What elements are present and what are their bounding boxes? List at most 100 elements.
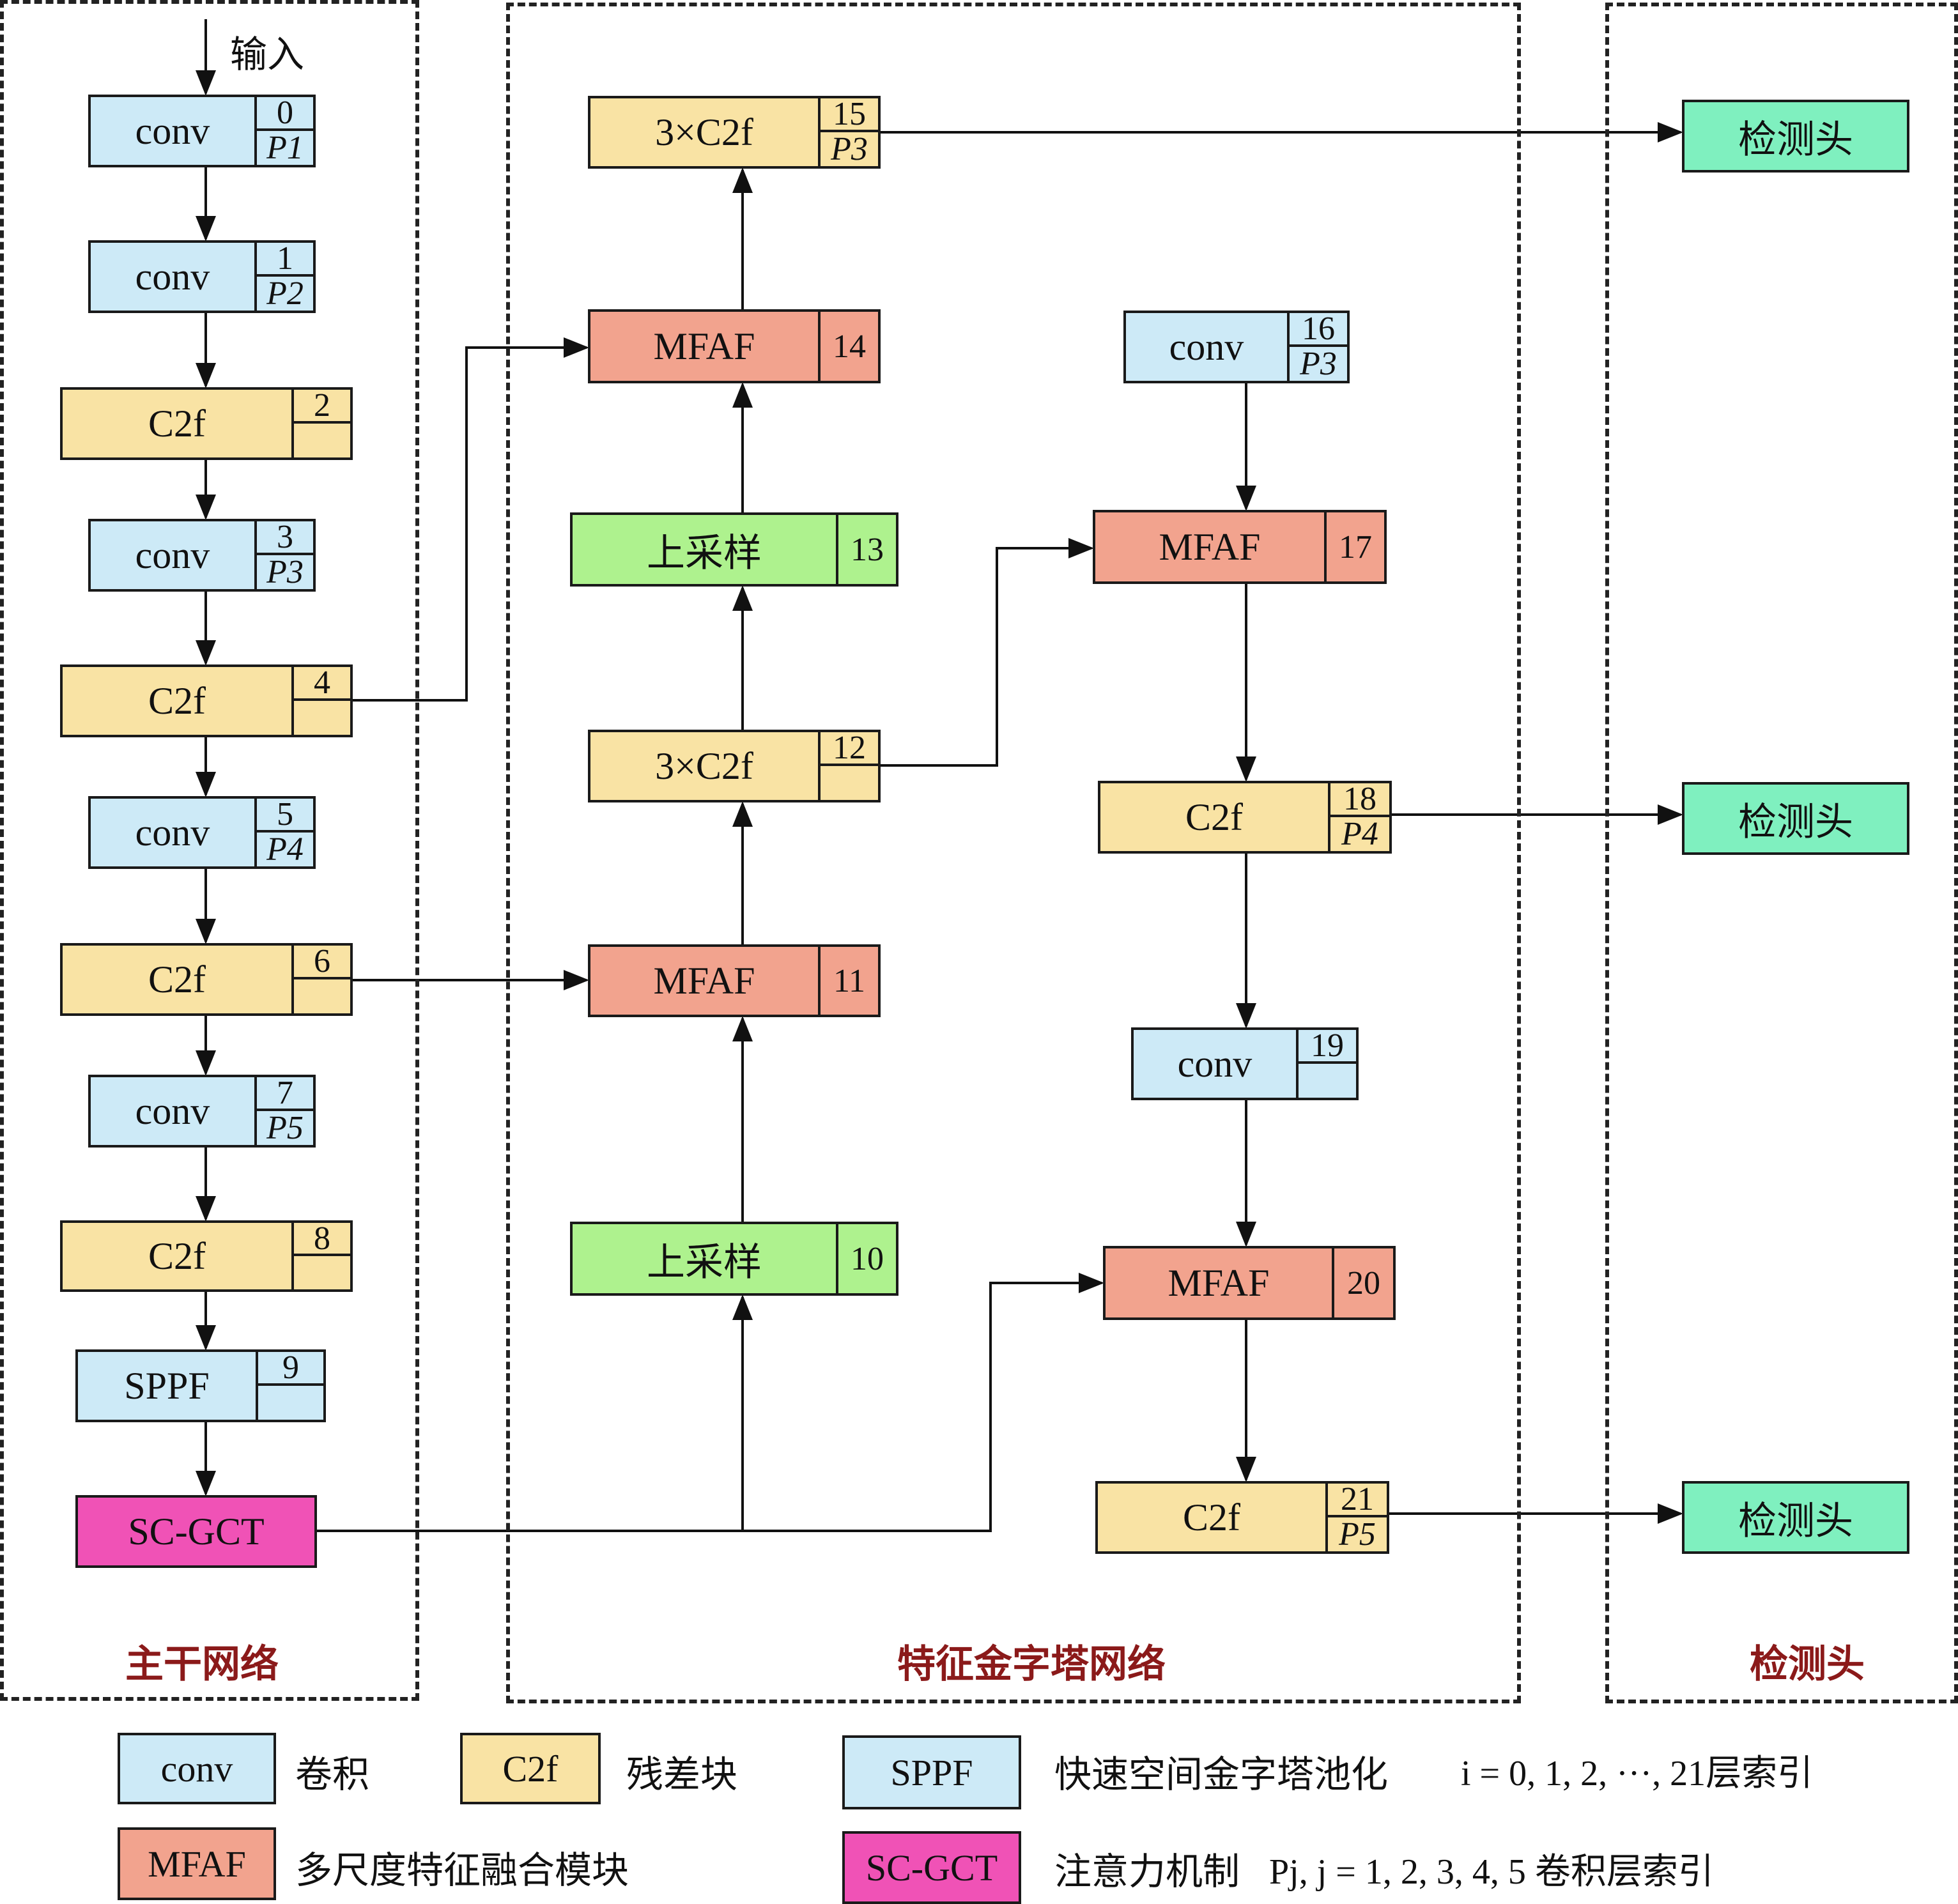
legend-sppf-text: 快速空间金字塔池化 <box>1054 1753 1389 1796</box>
conv-layer-index <box>294 979 350 1013</box>
legend-mfaf-box: MFAF <box>118 1827 276 1900</box>
block-index: 9 <box>256 1349 323 1420</box>
block-label: C2f <box>1183 1496 1240 1539</box>
block-index: 17 <box>1324 512 1384 581</box>
layer-index: 1 <box>257 240 313 277</box>
block-label: SC-GCT <box>128 1510 265 1553</box>
conv-layer-index <box>294 701 350 735</box>
block-b19: conv 19 <box>1131 1027 1359 1100</box>
block-index: 8 <box>291 1220 350 1289</box>
block-b20: MFAF 20 <box>1103 1246 1396 1320</box>
block-label: C2f <box>148 958 206 1001</box>
conv-layer-index <box>258 1386 323 1420</box>
legend-conv-box: conv <box>118 1733 276 1804</box>
layer-index: 5 <box>257 796 313 833</box>
layer-index: 6 <box>294 943 350 979</box>
block-label: conv <box>135 109 210 152</box>
block-label: 检测头 <box>1738 1498 1853 1544</box>
layer-index: 10 <box>851 1240 884 1277</box>
legend-layer-index-note: i = 0, 1, 2, ···, 21层索引 <box>1461 1754 1814 1793</box>
head-section <box>1605 3 1958 1703</box>
block-index: 19 <box>1296 1027 1356 1098</box>
conv-layer-index <box>294 424 350 457</box>
layer-index: 8 <box>294 1220 350 1257</box>
legend-scgct-box: SC-GCT <box>842 1831 1021 1904</box>
block-label: conv <box>1169 325 1244 368</box>
block-label: conv <box>135 1089 210 1132</box>
layer-index: 20 <box>1347 1264 1380 1301</box>
conv-layer-index: P1 <box>266 130 304 166</box>
layer-index: 3 <box>257 519 313 555</box>
edge-bsc-b20 <box>743 1273 1104 1532</box>
block-label: C2f <box>148 1234 206 1277</box>
block-b8: C2f 8 <box>60 1220 353 1292</box>
layer-index: 19 <box>1299 1027 1356 1064</box>
block-index: 2 <box>291 387 350 457</box>
block-b10: 上采样 10 <box>570 1222 898 1296</box>
conv-layer-index <box>1299 1064 1356 1098</box>
block-label: conv <box>135 255 210 298</box>
layer-index: 12 <box>821 730 878 766</box>
legend-c2f-text: 残差块 <box>626 1753 738 1796</box>
edge-b12-b17 <box>881 538 1094 767</box>
block-label: C2f <box>148 402 206 445</box>
block-h1: 检测头 <box>1682 100 1909 173</box>
block-b14: MFAF 14 <box>588 309 881 383</box>
block-b17: MFAF 17 <box>1093 510 1387 584</box>
block-b11: MFAF 11 <box>588 944 881 1017</box>
layer-index: 16 <box>1290 311 1347 347</box>
block-index: 13 <box>836 515 896 584</box>
block-label: conv <box>1177 1042 1253 1085</box>
block-label: C2f <box>1185 795 1243 838</box>
conv-layer-index: P3 <box>831 131 868 167</box>
legend-conv-index-note: Pj, j = 1, 2, 3, 4, 5 卷积层索引 <box>1269 1852 1714 1892</box>
block-label: MFAF <box>653 959 755 1002</box>
block-index: 4 <box>291 664 350 735</box>
conv-layer-index: P3 <box>1300 346 1337 382</box>
legend-scgct-text: 注意力机制 <box>1054 1850 1240 1893</box>
conv-layer-index: P2 <box>266 275 304 312</box>
block-index: 12 <box>818 730 878 800</box>
fpn-section <box>506 3 1521 1703</box>
block-index: 6 <box>291 943 350 1013</box>
conv-layer-index: P4 <box>1341 816 1378 852</box>
legend-sppf-box: SPPF <box>842 1735 1021 1809</box>
block-index: 10 <box>836 1224 896 1293</box>
layer-index: 4 <box>294 664 350 701</box>
legend-conv-text: 卷积 <box>295 1753 370 1796</box>
block-index: 11 <box>818 947 878 1015</box>
block-h3: 检测头 <box>1682 1481 1909 1554</box>
block-label: 上采样 <box>647 1240 762 1285</box>
block-label: conv <box>135 534 210 576</box>
block-label: MFAF <box>653 325 755 367</box>
block-label: SPPF <box>124 1364 210 1407</box>
block-label: MFAF <box>1168 1261 1270 1304</box>
block-label: 检测头 <box>1738 117 1853 162</box>
block-bsc: SC-GCT <box>75 1495 317 1568</box>
block-label: MFAF <box>1159 525 1261 568</box>
block-label: 上采样 <box>647 530 762 576</box>
layer-index: 0 <box>257 95 313 131</box>
input-label: 输入 <box>230 33 305 76</box>
block-b9: SPPF 9 <box>75 1349 326 1422</box>
block-b2: C2f 2 <box>60 387 353 460</box>
layer-index: 21 <box>1328 1481 1387 1517</box>
layer-index: 14 <box>833 328 866 365</box>
